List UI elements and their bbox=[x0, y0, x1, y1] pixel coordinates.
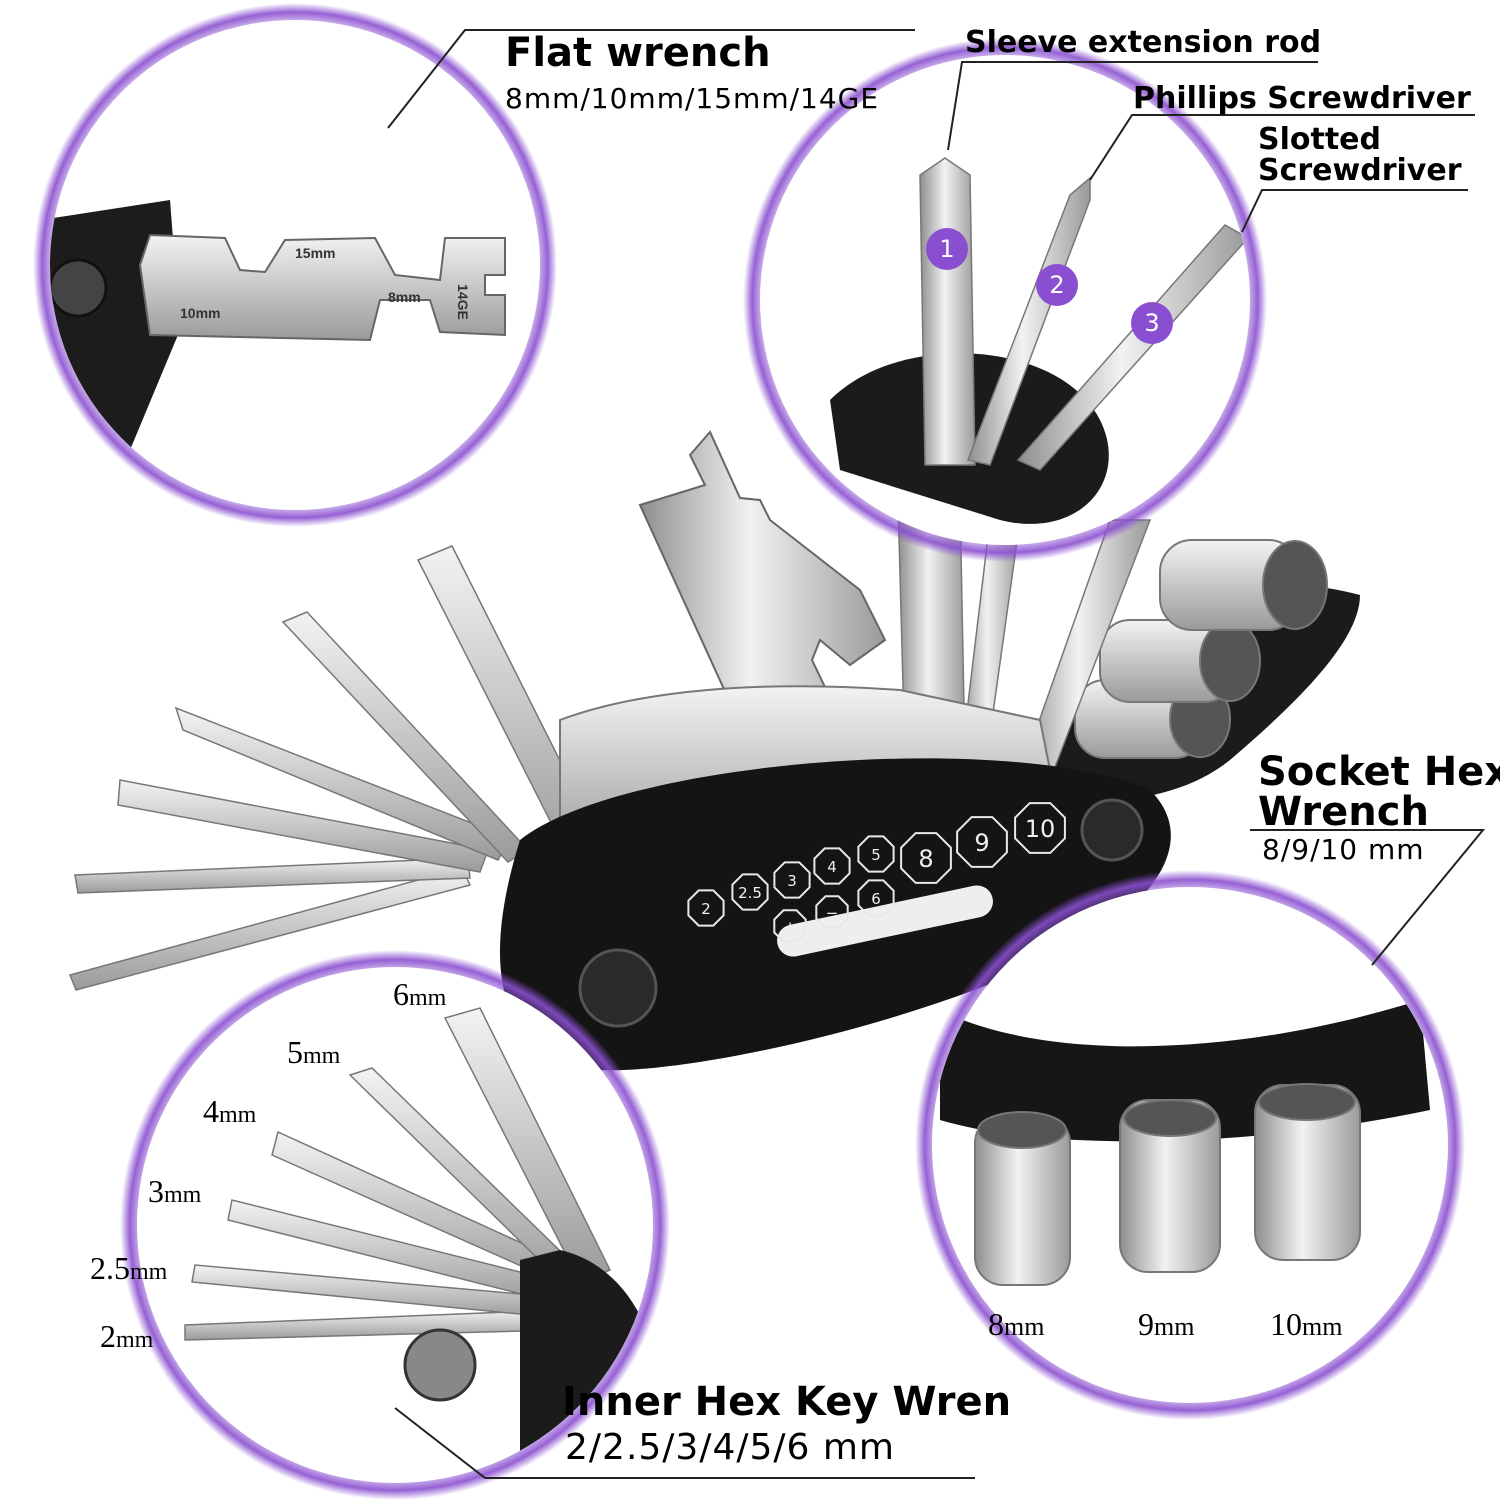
hex-size-4: 4mm bbox=[203, 1093, 257, 1129]
hex-size-3: 3mm bbox=[148, 1173, 202, 1209]
callout-circle-flat-wrench: 15mm 10mm 8mm 14GE bbox=[33, 3, 557, 527]
badge-3: 3 bbox=[1131, 302, 1173, 344]
wrench-stamp-8mm: 8mm bbox=[388, 289, 421, 305]
callout-circle-hex-keys bbox=[120, 950, 670, 1500]
hex-size-6: 6mm bbox=[393, 976, 447, 1012]
body-bolt-left bbox=[578, 948, 658, 1028]
body-marking-frame bbox=[815, 895, 849, 929]
socket-size-8: 8mm bbox=[988, 1306, 1045, 1342]
flat-wrench-spec: 8mm/10mm/15mm/14GE bbox=[505, 82, 880, 115]
socket-hex-title-line2: Wrench bbox=[1258, 789, 1429, 835]
closeup-hex-pivot bbox=[403, 1328, 477, 1402]
socket-size-9: 9mm bbox=[1138, 1306, 1195, 1342]
body-marking-frame bbox=[731, 873, 769, 911]
inner-hex-title: Inner Hex Key Wren bbox=[562, 1379, 1012, 1425]
body-marking-frame bbox=[687, 889, 725, 927]
body-marking-frame bbox=[857, 879, 895, 917]
body-marking-frame bbox=[956, 816, 1008, 868]
body-marking-frame bbox=[773, 861, 811, 899]
slotted-title-line2: Screwdriver bbox=[1258, 153, 1462, 188]
body-marking-label: 4 bbox=[827, 858, 837, 876]
hex-size-2: 2mm bbox=[100, 1318, 154, 1354]
callout-circle-sockets bbox=[915, 870, 1465, 1420]
body-marking-frame bbox=[857, 835, 895, 873]
hex-size-2-5: 2.5mm bbox=[90, 1250, 168, 1286]
body-marking-frame bbox=[900, 832, 952, 884]
body-marking-frame bbox=[773, 909, 807, 943]
body-marking-label: 8 bbox=[918, 845, 933, 873]
body-marking-label: 3 bbox=[787, 872, 797, 890]
phillips-title: Phillips Screwdriver bbox=[1133, 81, 1471, 116]
wrench-stamp-14ge: 14GE bbox=[455, 284, 471, 320]
closeup-phillips bbox=[966, 176, 1091, 466]
body-bolt-right bbox=[1080, 798, 1144, 862]
main-body bbox=[499, 758, 1171, 1071]
sleeve-rod-title: Sleeve extension rod bbox=[965, 25, 1322, 60]
body-slot bbox=[777, 885, 993, 957]
hex-size-5: 5mm bbox=[287, 1034, 341, 1070]
body-marking-frame bbox=[1014, 802, 1066, 854]
body-marking-frame bbox=[813, 847, 851, 885]
main-sockets bbox=[1074, 539, 1328, 759]
slotted-title-line1: Slotted bbox=[1258, 122, 1382, 157]
flat-wrench-title: Flat wrench bbox=[505, 30, 771, 76]
body-markings: 2 2.5 3 4 5 8 9 10 + − 6 bbox=[687, 802, 1066, 943]
closeup-slotted bbox=[1016, 224, 1250, 471]
closeup-sleeve-rod bbox=[919, 157, 976, 466]
badge-1: 1 bbox=[926, 228, 968, 270]
leader-lines bbox=[387, 29, 1486, 1479]
body-marking-label: 9 bbox=[974, 829, 989, 857]
main-tool bbox=[68, 430, 1360, 1071]
socket-hex-title-line1: Socket Hex bbox=[1258, 749, 1500, 795]
socket-hex-spec: 8/9/10 mm bbox=[1262, 833, 1425, 866]
socket-size-10: 10mm bbox=[1270, 1306, 1343, 1342]
body-marking-label: 6 bbox=[871, 890, 881, 908]
body-marking-label: + bbox=[784, 918, 797, 936]
body-marking-label: 2.5 bbox=[738, 884, 762, 902]
closeup-sockets bbox=[974, 1083, 1361, 1286]
wrench-stamp-10mm: 10mm bbox=[180, 305, 220, 321]
body-marking-label: 5 bbox=[871, 846, 881, 864]
inner-hex-spec: 2/2.5/3/4/5/6 mm bbox=[565, 1427, 895, 1468]
closeup-hex-keys bbox=[184, 1007, 612, 1341]
body-marking-label: 10 bbox=[1025, 815, 1056, 843]
wrench-stamp-15mm: 15mm bbox=[295, 245, 335, 261]
callout-circle-screwdrivers bbox=[743, 38, 1267, 562]
body-marking-label: − bbox=[826, 904, 839, 922]
main-hex-keys bbox=[68, 545, 612, 991]
closeup-flat-wrench bbox=[138, 233, 506, 342]
badge-2: 2 bbox=[1036, 264, 1078, 306]
closeup-wrench-bolt bbox=[50, 258, 108, 318]
body-marking-label: 2 bbox=[701, 900, 711, 918]
